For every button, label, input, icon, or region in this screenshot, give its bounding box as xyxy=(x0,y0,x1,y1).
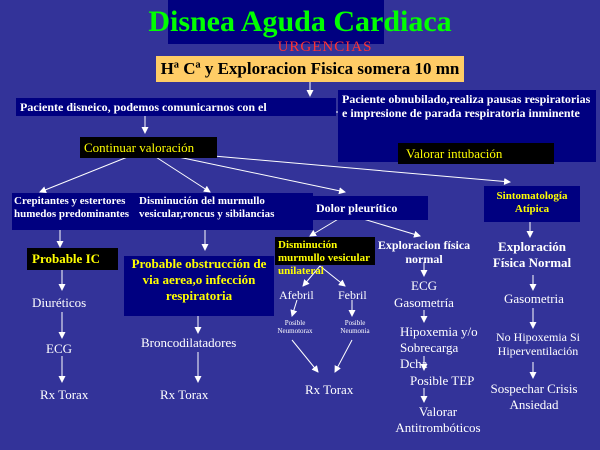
ic-diureticos: Diuréticos xyxy=(32,295,87,310)
history-exam-box: Hª Cª y Exploracion Fisica somera 10 mn xyxy=(156,56,464,82)
posible-neumotorax: Posible Neumotorax xyxy=(277,319,313,335)
pleuritic-rx-torax: Rx Torax xyxy=(305,382,354,397)
febril-label: Febril xyxy=(338,288,367,302)
afebril-label: Afebril xyxy=(279,288,314,302)
atypical-exam-label: Exploración Física Normal xyxy=(492,239,572,270)
finding-pleuritic-pain: Dolor pleurítico xyxy=(312,196,428,220)
atypical-exam-gaso: Gasometria xyxy=(504,291,564,306)
dim-murmur-unilateral: Disminución murmullo vesicular unilatera… xyxy=(275,237,375,277)
normal-exam-label: Exploracion física normal xyxy=(377,238,471,266)
normal-exam-gaso: Gasometría xyxy=(394,295,454,310)
page-title: Disnea Aguda Cardiaca xyxy=(148,5,452,38)
obstruction-rx-torax: Rx Torax xyxy=(160,387,209,402)
intubation-box: Valorar intubación xyxy=(398,143,554,164)
normal-exam-ecg: ECG xyxy=(411,278,437,293)
continue-assessment-box: Continuar valoración xyxy=(80,137,217,158)
branch-communicable-patient: Paciente disneico, podemos comunicarnos … xyxy=(16,98,336,116)
probable-ic-box: Probable IC xyxy=(27,248,118,270)
finding-crackles: Crepitantes y estertores humedos predomi… xyxy=(12,193,138,230)
obstruction-broncodilatadores: Broncodilatadores xyxy=(141,335,237,350)
normal-exam-tep: Posible TEP xyxy=(410,373,475,388)
atypical-exam-sospechar: Sospechar Crisis Ansiedad xyxy=(490,381,578,412)
probable-obstruction-box: Probable obstrucción de via aerea,o infe… xyxy=(124,256,274,316)
ic-rx-torax: Rx Torax xyxy=(40,387,89,402)
atypical-exam-no-hipox: No Hipoxemia Si Hiperventilación xyxy=(496,330,580,358)
normal-exam-hipox: Hipoxemia y/o Sobrecarga Dcha xyxy=(400,324,478,371)
ic-ecg: ECG xyxy=(46,341,72,356)
posible-neumonia: Posible Neumonia xyxy=(340,319,370,335)
normal-exam-valorar: Valorar Antitrombóticos xyxy=(395,404,481,435)
page-subtitle: URGENCIAS xyxy=(277,39,373,55)
title-background xyxy=(168,0,384,44)
finding-decreased-murmur: Disminución del murmullo vesicular,roncu… xyxy=(137,193,313,230)
finding-atypical: Sintomatología Atípica xyxy=(484,186,580,222)
